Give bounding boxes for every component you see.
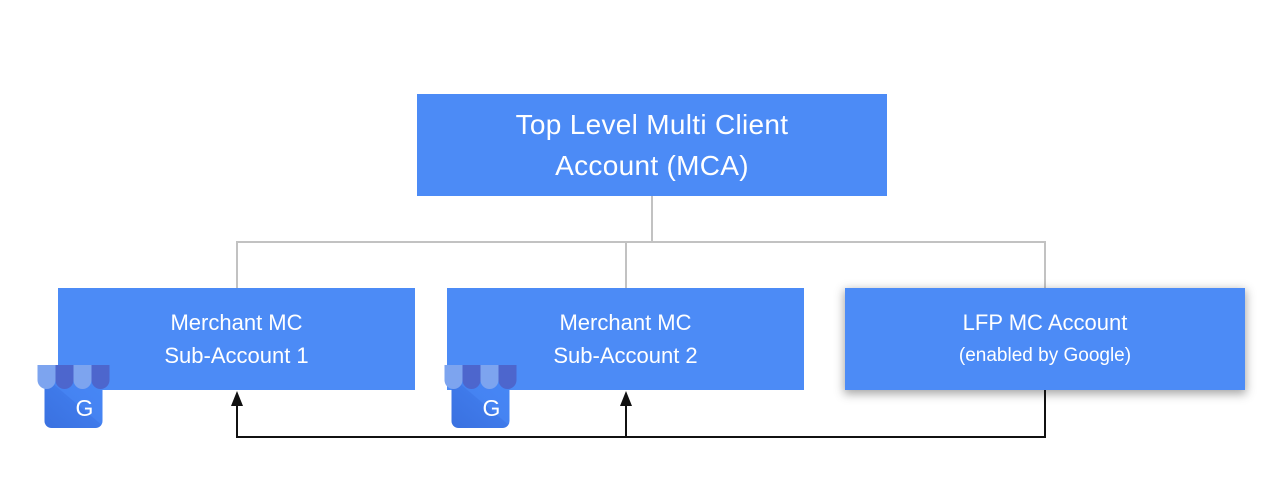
- storefront-body: [44, 379, 103, 428]
- node-lfp-line1: LFP MC Account: [962, 310, 1128, 335]
- node-top-level-mca-line2: Account (MCA): [555, 150, 749, 181]
- awning-stripe-dark: [55, 365, 74, 389]
- node-sub1-line1: Merchant MC: [170, 310, 303, 335]
- arrow-line-up-to-sub1: [236, 404, 238, 438]
- node-merchant-sub-account-1: Merchant MC Sub-Account 1: [58, 288, 415, 390]
- awning-stripe-dark: [462, 365, 481, 389]
- storefront-body: [451, 379, 510, 428]
- node-lfp-mc-account: LFP MC Account (enabled by Google): [845, 288, 1245, 390]
- arrow-line-up-to-sub2: [625, 404, 627, 438]
- arrowhead-up-icon: [620, 391, 632, 406]
- arrowhead-up-icon: [231, 391, 243, 406]
- node-lfp-line2: (enabled by Google): [958, 345, 1132, 366]
- connector-stem-from-mca: [651, 196, 653, 242]
- awning-stripe-dark: [91, 365, 110, 389]
- arrow-line-from-lfp-down: [1044, 390, 1046, 438]
- connector-horizontal-bus: [236, 241, 1046, 243]
- google-business-profile-icon: G: [37, 365, 110, 428]
- awning-stripe-dark: [498, 365, 517, 389]
- awning-stripe-light: [37, 365, 56, 389]
- connector-drop-to-sub1: [236, 242, 238, 288]
- awning-stripe-light: [480, 365, 499, 389]
- awning-stripe-light: [73, 365, 92, 389]
- google-business-profile-icon: G: [444, 365, 517, 428]
- awning-stripe-light: [444, 365, 463, 389]
- node-sub2-line1: Merchant MC: [559, 310, 692, 335]
- google-g-letter: G: [76, 395, 94, 421]
- node-top-level-mca-line1: Top Level Multi Client: [515, 109, 789, 140]
- connector-drop-to-lfp: [1044, 242, 1046, 288]
- node-sub2-line2: Sub-Account 2: [553, 343, 698, 368]
- node-top-level-mca: Top Level Multi Client Account (MCA): [417, 94, 887, 196]
- arrow-line-horizontal: [236, 436, 1046, 438]
- google-g-letter: G: [483, 395, 501, 421]
- connector-drop-to-sub2: [625, 242, 627, 288]
- node-sub1-line2: Sub-Account 1: [164, 343, 309, 368]
